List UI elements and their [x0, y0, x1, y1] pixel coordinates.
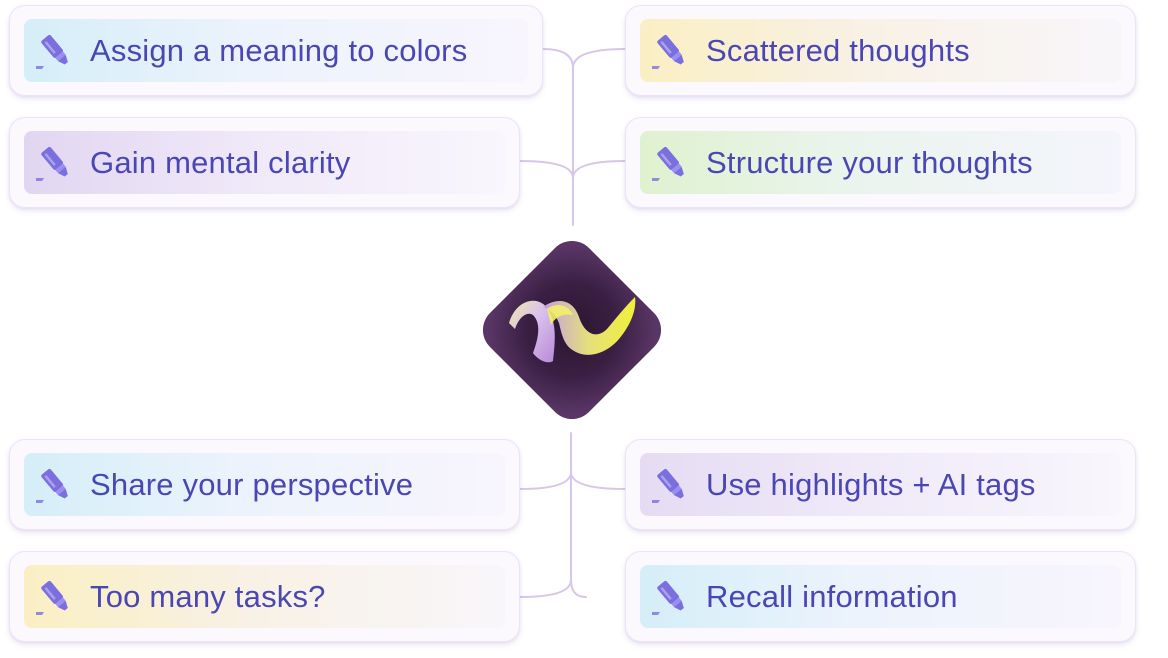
highlighter-icon [652, 468, 684, 503]
card-assign-colors[interactable]: Assign a meaning to colors [9, 5, 543, 96]
highlighter-icon [36, 34, 68, 69]
highlighter-icon [652, 146, 684, 181]
card-label: Recall information [706, 578, 958, 614]
card-highlights-ai-tags[interactable]: Use highlights + AI tags [625, 439, 1136, 530]
card-structure-thoughts[interactable]: Structure your thoughts [625, 117, 1136, 208]
card-label: Share your perspective [90, 466, 414, 502]
ribbon-check-logo [482, 240, 662, 420]
card-scattered-thoughts[interactable]: Scattered thoughts [625, 5, 1136, 96]
card-label: Scattered thoughts [706, 32, 970, 68]
card-label: Structure your thoughts [706, 144, 1033, 180]
highlighter-icon [36, 580, 68, 615]
highlighter-icon [652, 34, 684, 69]
center-logo [467, 225, 677, 435]
card-highlight: Too many tasks? [24, 565, 505, 628]
card-label: Gain mental clarity [90, 144, 351, 180]
card-recall-information[interactable]: Recall information [625, 551, 1136, 642]
card-highlight: Scattered thoughts [640, 19, 1121, 82]
card-too-many-tasks[interactable]: Too many tasks? [9, 551, 520, 642]
card-label: Too many tasks? [90, 578, 326, 614]
card-highlight: Assign a meaning to colors [24, 19, 528, 82]
card-share-perspective[interactable]: Share your perspective [9, 439, 520, 530]
card-highlight: Gain mental clarity [24, 131, 505, 194]
card-highlight: Share your perspective [24, 453, 505, 516]
highlighter-icon [36, 468, 68, 503]
card-label: Assign a meaning to colors [90, 32, 468, 68]
card-mental-clarity[interactable]: Gain mental clarity [9, 117, 520, 208]
highlighter-icon [36, 146, 68, 181]
card-highlight: Structure your thoughts [640, 131, 1121, 194]
card-highlight: Recall information [640, 565, 1121, 628]
card-highlight: Use highlights + AI tags [640, 453, 1121, 516]
card-label: Use highlights + AI tags [706, 466, 1036, 502]
highlighter-icon [652, 580, 684, 615]
